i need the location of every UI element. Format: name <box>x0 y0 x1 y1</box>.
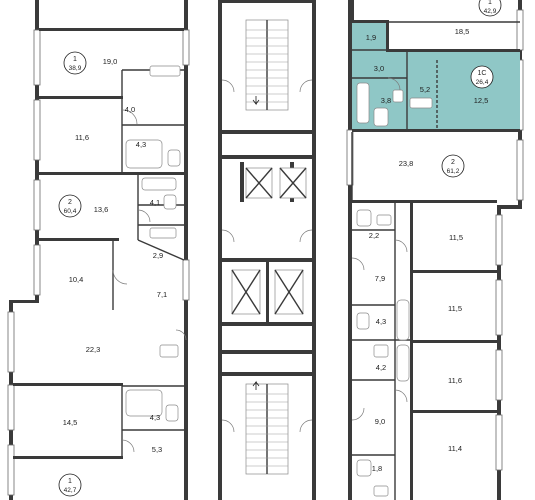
right-wing <box>346 0 524 500</box>
room-area: 22,3 <box>86 345 101 354</box>
apartment-type: 1 <box>73 56 77 63</box>
room-area: 23,8 <box>399 159 414 168</box>
room-area: 9,0 <box>375 417 385 426</box>
apartment-total-area: 42,9 <box>484 8 497 15</box>
room-area-highlighted: 5,2 <box>420 85 430 94</box>
room-area: 10,4 <box>69 275 84 284</box>
apartment-marker-6[interactable]: 1 42,7 <box>58 473 82 497</box>
room-area-highlighted: 3,0 <box>374 64 384 73</box>
apartment-marker-4[interactable]: 1С 26,4 <box>470 65 494 89</box>
room-area: 11,6 <box>448 376 462 385</box>
room-area: 11,5 <box>448 304 462 313</box>
room-area: 4,3 <box>376 317 386 326</box>
central-core <box>218 0 316 500</box>
room-area: 4,3 <box>136 140 146 149</box>
apartment-type: 1 <box>488 0 492 6</box>
apartment-marker-5[interactable]: 2 61,2 <box>441 154 465 178</box>
room-area: 13,6 <box>94 205 109 214</box>
apartment-type: 2 <box>451 159 455 166</box>
apartment-marker-3[interactable]: 2 60,4 <box>58 194 82 218</box>
room-area: 4,1 <box>150 198 160 207</box>
room-area: 4,2 <box>376 363 386 372</box>
stair-bottom <box>245 380 289 475</box>
elevators <box>222 162 312 326</box>
apartment-type: 1 <box>68 478 72 485</box>
highlighted-apartment-1c[interactable] <box>352 20 520 132</box>
room-area: 1,8 <box>372 464 382 473</box>
apartment-total-area: 60,4 <box>64 208 77 215</box>
apartment-marker-2[interactable]: 1 38,9 <box>63 51 87 75</box>
room-area: 2,2 <box>369 231 379 240</box>
apartment-type: 1С <box>478 70 487 77</box>
apartment-type: 2 <box>68 199 72 206</box>
stair-top <box>245 19 289 111</box>
room-area: 14,5 <box>63 418 78 427</box>
apartment-marker-1[interactable]: 1 42,9 <box>478 0 502 17</box>
room-area: 11,5 <box>449 233 463 242</box>
left-wing <box>7 0 190 500</box>
room-area-highlighted: 3,8 <box>381 96 391 105</box>
room-area-highlighted: 1,9 <box>366 33 376 42</box>
room-area: 11,4 <box>448 444 462 453</box>
apartment-total-area: 26,4 <box>476 79 489 86</box>
room-area: 4,0 <box>125 105 135 114</box>
room-area: 19,0 <box>103 57 118 66</box>
apartment-total-area: 61,2 <box>447 168 460 175</box>
room-area: 5,3 <box>152 445 162 454</box>
room-area: 7,1 <box>157 290 167 299</box>
room-area-highlighted: 12,5 <box>474 96 489 105</box>
room-area: 4,3 <box>150 413 160 422</box>
apartment-total-area: 38,9 <box>69 65 82 72</box>
room-area: 7,9 <box>375 274 385 283</box>
room-area: 11,6 <box>75 133 89 142</box>
room-area: 18,5 <box>455 27 470 36</box>
apartment-total-area: 42,7 <box>64 487 77 494</box>
room-area: 2,9 <box>153 251 163 260</box>
